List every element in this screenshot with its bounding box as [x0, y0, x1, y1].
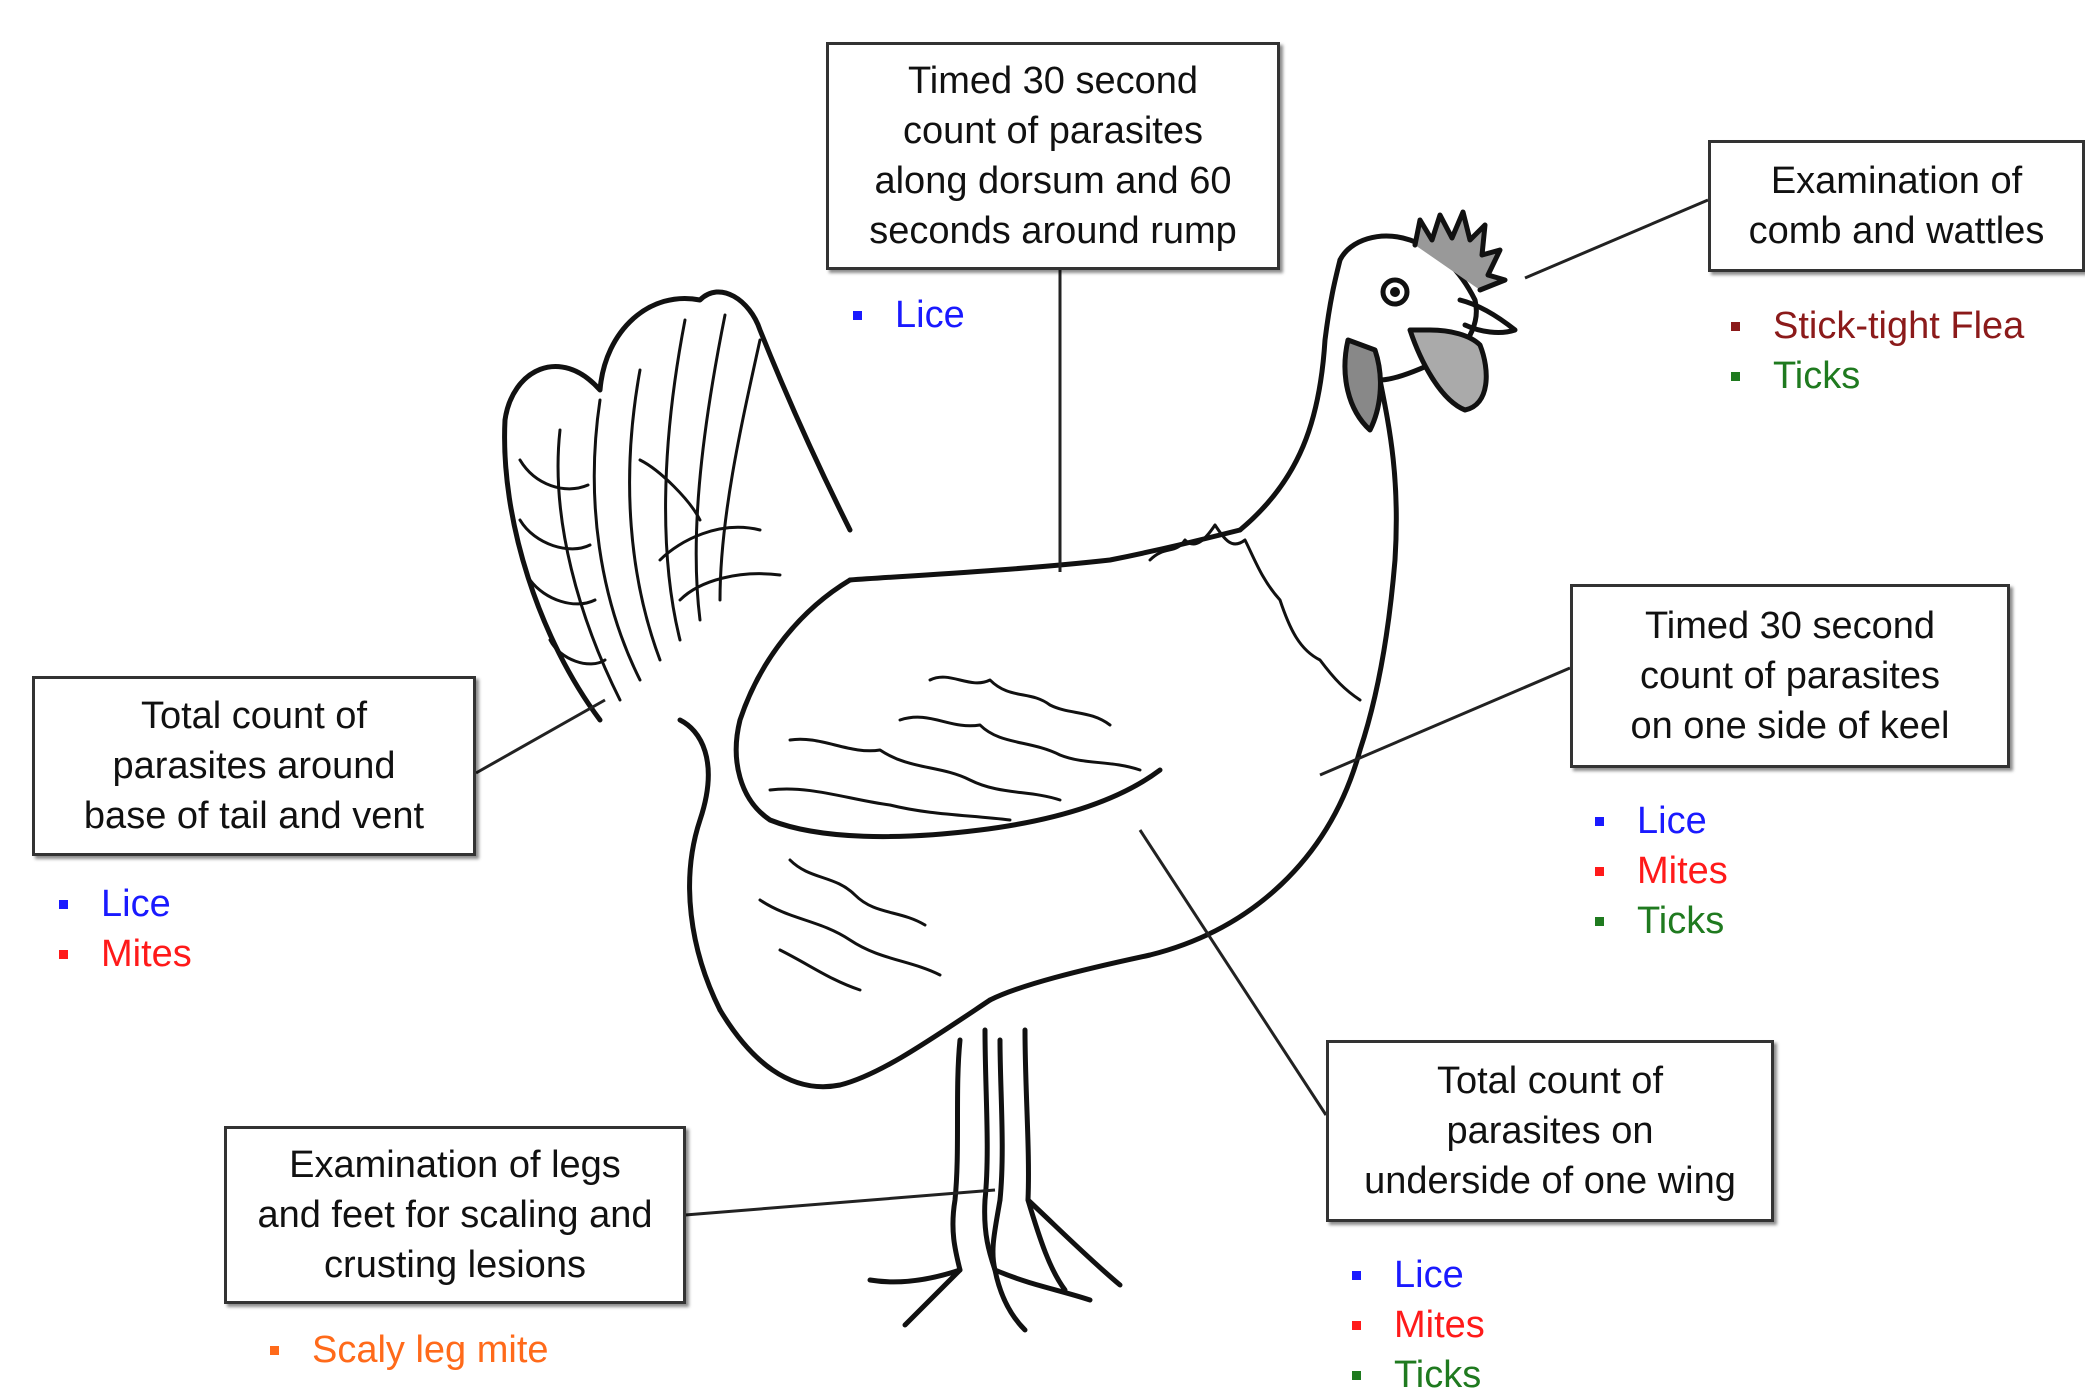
tail-feather-lines [520, 315, 780, 700]
bullet-icon [1595, 817, 1604, 826]
bullet-icon [59, 900, 68, 909]
callout-keel-line-3: on one side of keel [1630, 701, 1949, 751]
callout-dorsum-line-3: along dorsum and 60 [874, 156, 1231, 206]
callout-legs-line-1: Examination of legs [289, 1140, 621, 1190]
callout-legs: Examination of legs and feet for scaling… [224, 1126, 686, 1304]
parasite-item: Lice [1595, 796, 1728, 846]
neck-back [1240, 260, 1340, 530]
parasite-name: Lice [1637, 796, 1707, 846]
leader-legs [685, 1190, 995, 1215]
callout-dorsum-line-4: seconds around rump [869, 206, 1237, 256]
wing-outline [736, 580, 1160, 837]
parasite-item: Lice [59, 879, 192, 929]
callout-dorsum: Timed 30 second count of parasites along… [826, 42, 1280, 270]
parasite-item: Ticks [1595, 896, 1728, 946]
callout-dorsum-line-2: count of parasites [903, 106, 1203, 156]
bullet-icon [1595, 867, 1604, 876]
parasite-name: Lice [1394, 1250, 1464, 1300]
bullet-icon [1352, 1321, 1361, 1330]
callout-keel: Timed 30 second count of parasites on on… [1570, 584, 2010, 768]
callout-wing-line-3: underside of one wing [1364, 1156, 1736, 1206]
leader-wing [1140, 830, 1326, 1115]
callout-comb: Examination of comb and wattles [1708, 140, 2085, 272]
bullet-icon [1731, 322, 1740, 331]
callout-comb-line-2: comb and wattles [1749, 206, 2045, 256]
callout-legs-line-2: and feet for scaling and [257, 1190, 652, 1240]
bullet-icon [1595, 917, 1604, 926]
callout-tail-line-1: Total count of [141, 691, 367, 741]
parasite-item: Ticks [1352, 1350, 1485, 1400]
callout-tail-line-2: parasites around [112, 741, 395, 791]
parasite-item: Mites [59, 929, 192, 979]
callout-keel-line-2: count of parasites [1640, 651, 1940, 701]
callout-tail-line-3: base of tail and vent [84, 791, 424, 841]
parasites-legs: Scaly leg mite [270, 1325, 549, 1375]
leader-keel [1320, 668, 1570, 775]
callout-comb-line-1: Examination of [1771, 156, 2022, 206]
callout-keel-line-1: Timed 30 second [1645, 601, 1935, 651]
toes [870, 1200, 1120, 1330]
rear-body [680, 720, 720, 1010]
bullet-icon [1352, 1371, 1361, 1380]
bullet-icon [270, 1346, 279, 1355]
leg-right-inner [1025, 1030, 1028, 1200]
belly-under [720, 1000, 990, 1087]
callout-wing-line-2: parasites on [1446, 1106, 1653, 1156]
parasite-item: Mites [1595, 846, 1728, 896]
leg-right [1000, 1040, 1002, 1200]
callout-wing: Total count of parasites on underside of… [1326, 1040, 1774, 1222]
parasite-name: Scaly leg mite [312, 1325, 549, 1375]
parasite-item: Stick-tight Flea [1731, 301, 2024, 351]
parasite-name: Lice [895, 290, 965, 340]
parasite-item: Lice [853, 290, 965, 340]
parasite-name: Lice [101, 879, 171, 929]
bullet-icon [1352, 1271, 1361, 1280]
callout-wing-line-1: Total count of [1437, 1056, 1663, 1106]
callout-legs-line-3: crusting lesions [324, 1240, 586, 1290]
parasite-item: Ticks [1731, 351, 2024, 401]
hackle-feathers [1150, 525, 1360, 700]
leg-left [953, 1040, 960, 1270]
parasite-name: Mites [1637, 846, 1728, 896]
parasite-name: Stick-tight Flea [1773, 301, 2024, 351]
bullet-icon [59, 950, 68, 959]
parasite-name: Ticks [1394, 1350, 1481, 1400]
parasite-name: Ticks [1637, 896, 1724, 946]
parasite-name: Mites [1394, 1300, 1485, 1350]
neck-front [1360, 380, 1396, 750]
body-back [850, 530, 1240, 580]
bullet-icon [1731, 372, 1740, 381]
parasite-name: Ticks [1773, 351, 1860, 401]
parasite-item: Scaly leg mite [270, 1325, 549, 1375]
parasites-dorsum: Lice [853, 290, 965, 340]
leader-comb [1525, 200, 1708, 278]
breast-belly [990, 750, 1360, 1000]
bullet-icon [853, 311, 862, 320]
beak [1460, 300, 1515, 332]
parasite-item: Mites [1352, 1300, 1485, 1350]
eye-pupil [1390, 287, 1400, 297]
parasite-name: Mites [101, 929, 192, 979]
callout-tail: Total count of parasites around base of … [32, 676, 476, 856]
callout-dorsum-line-1: Timed 30 second [908, 56, 1198, 106]
leader-tail [476, 700, 605, 773]
earlobe [1345, 340, 1380, 430]
parasite-item: Lice [1352, 1250, 1485, 1300]
